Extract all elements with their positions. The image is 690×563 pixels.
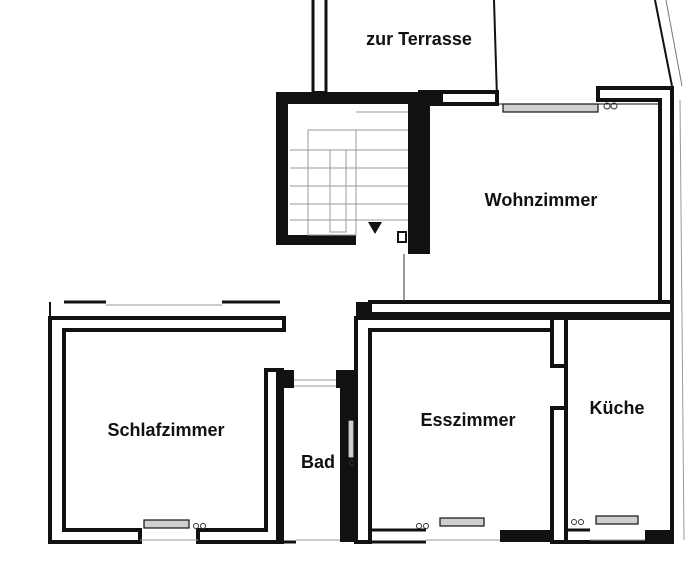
dining-room-radiator: [439, 517, 485, 527]
terrace-walls: [311, 0, 683, 99]
hallway-walls: [64, 254, 405, 324]
window-handle-icon: [416, 523, 422, 529]
window-handle-icon: [603, 102, 611, 110]
stairwell-walls: [276, 92, 443, 254]
dining-room-walls: [354, 316, 568, 544]
window-handle-icon: [578, 519, 584, 525]
room-label-bedroom: Schlafzimmer: [107, 420, 224, 440]
window-handle-icon: [610, 102, 618, 110]
bathroom-radiator: [347, 419, 355, 459]
window-handle-icon: [423, 523, 429, 529]
window-handle-icon: [193, 523, 199, 529]
bathroom-walls: [276, 370, 356, 544]
window-handle-icon: [571, 519, 577, 525]
window-handle-icon: [200, 523, 206, 529]
bedroom-radiator: [143, 519, 190, 529]
stair-arrow-icon: [368, 222, 382, 234]
room-label-kitchen: Küche: [589, 398, 644, 418]
room-label-living: Wohnzimmer: [485, 190, 598, 210]
room-label-terrace: zur Terrasse: [366, 29, 472, 49]
kitchen-walls: [564, 99, 685, 544]
room-label-dining: Esszimmer: [420, 410, 515, 430]
staircase: [290, 111, 408, 236]
kitchen-radiator: [595, 515, 639, 525]
room-label-bath: Bad: [301, 452, 335, 472]
living-room-radiator: [502, 103, 599, 113]
